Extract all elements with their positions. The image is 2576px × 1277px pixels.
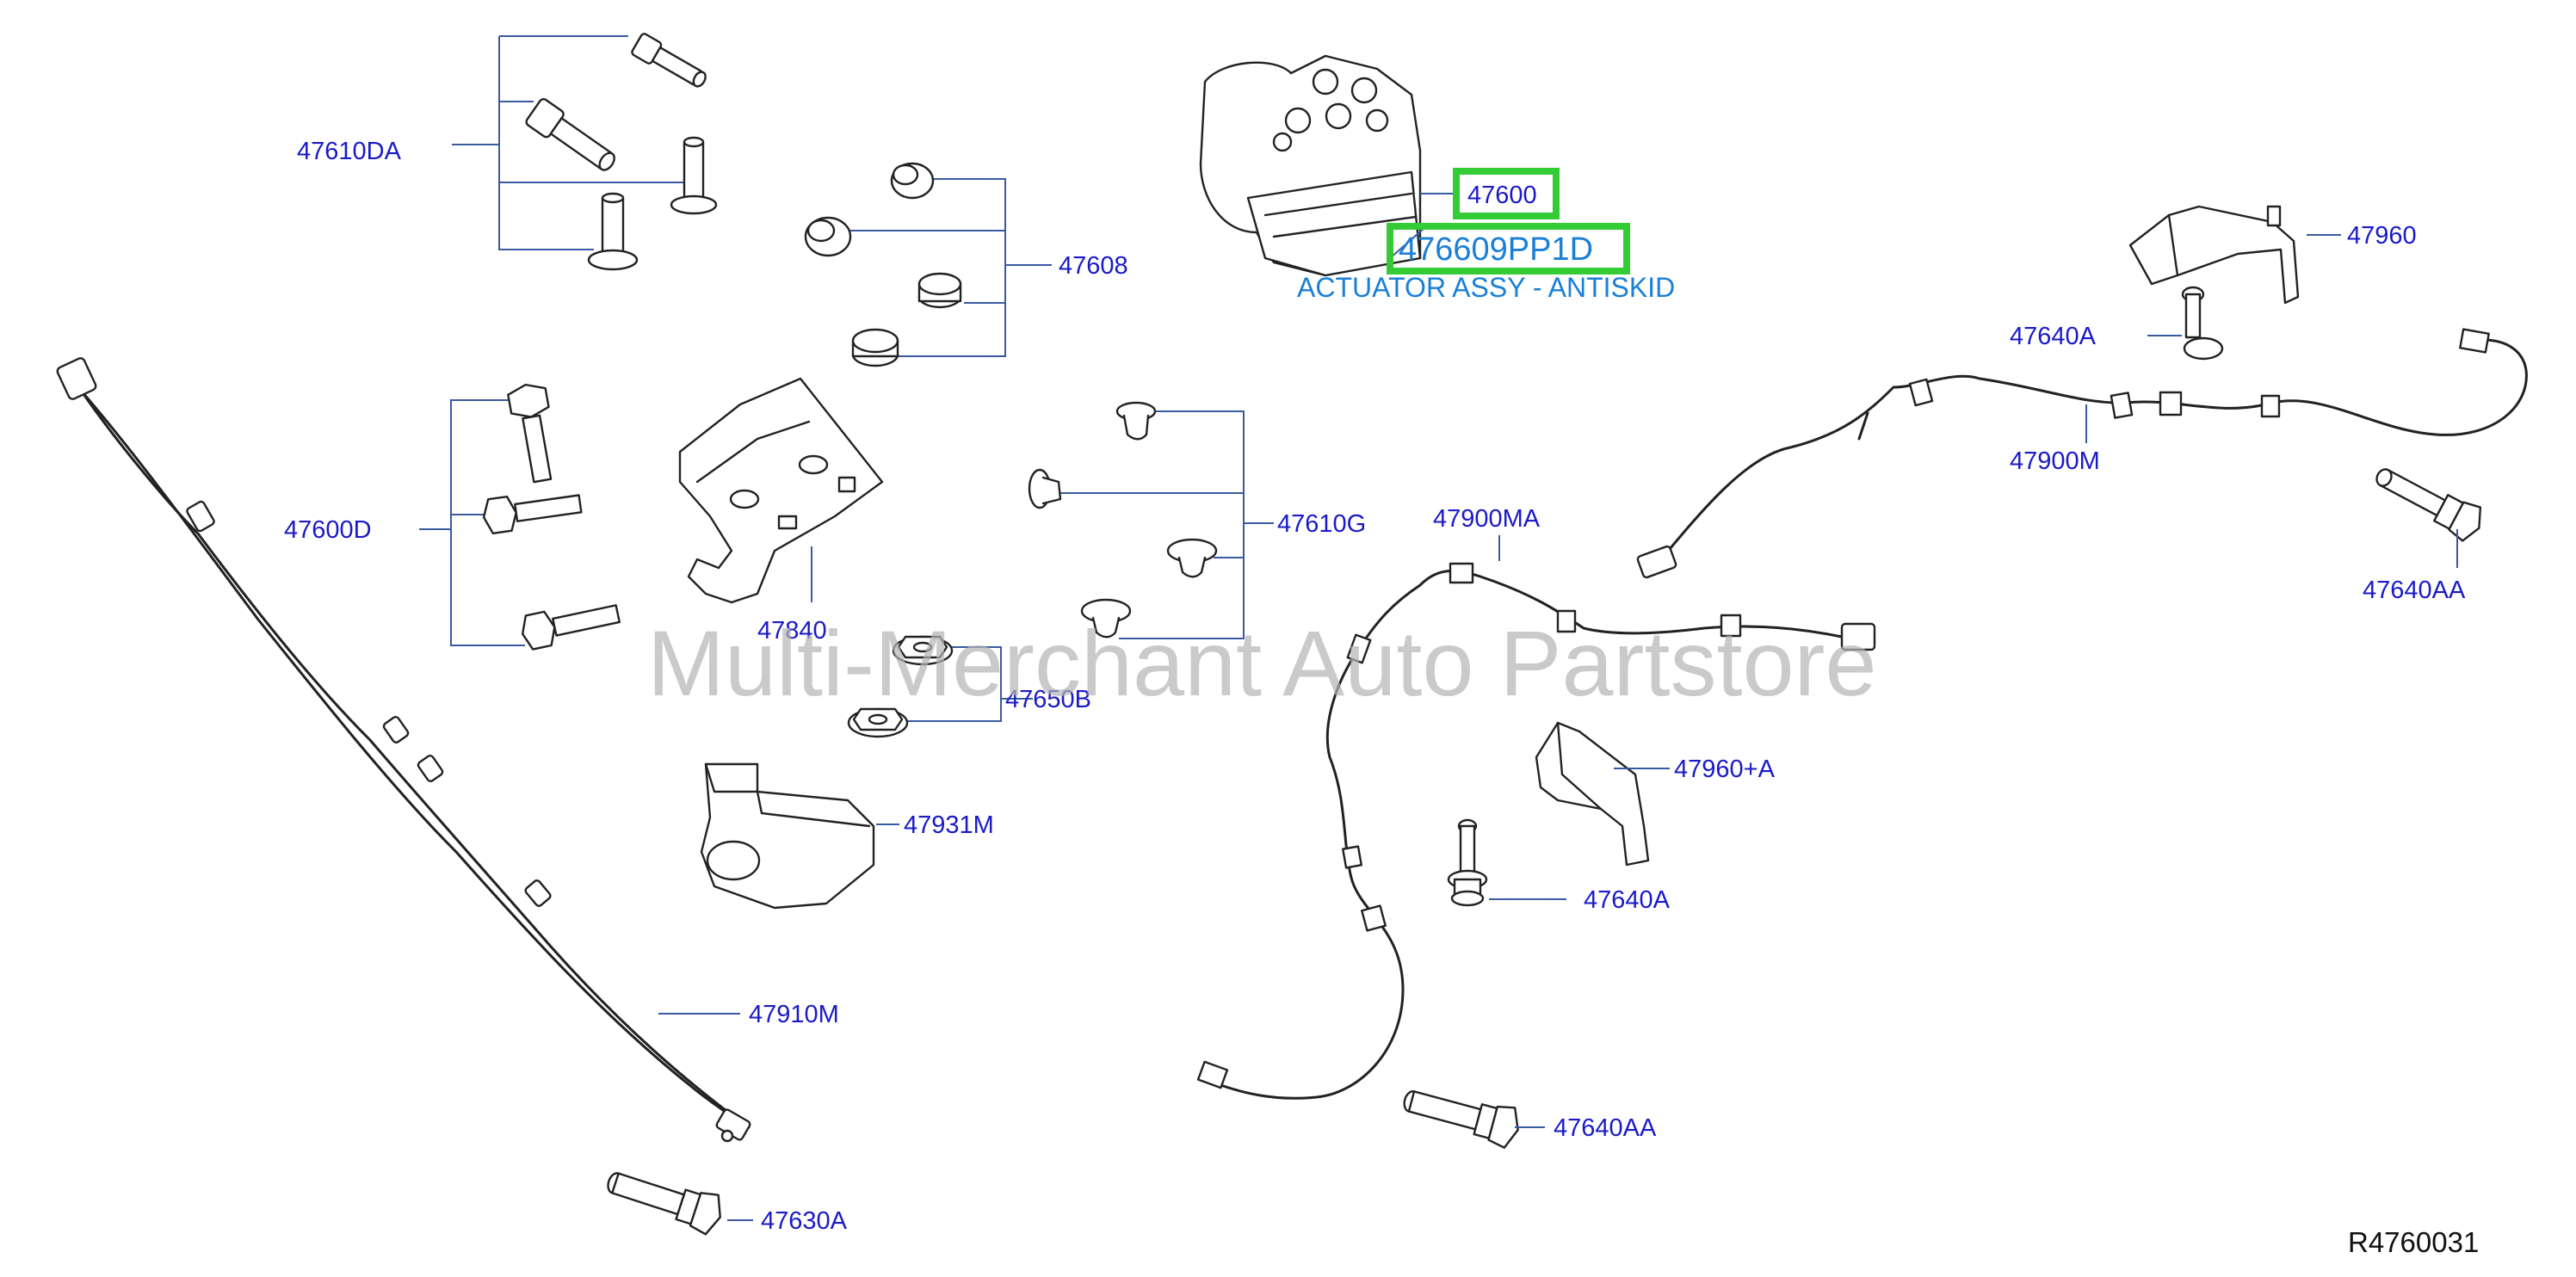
bracket-47960A: 47960+A xyxy=(1535,721,1776,867)
label-47640AA-bottom: 47640AA xyxy=(1554,1114,1657,1142)
label-47650B: 47650B xyxy=(1005,686,1091,713)
insulator-icon xyxy=(1115,401,1157,441)
label-47900MA: 47900MA xyxy=(1433,505,1541,533)
label-47630A: 47630A xyxy=(761,1207,848,1235)
label-47610G: 47610G xyxy=(1277,510,1366,538)
insulator-group-47610G: 47610G xyxy=(1028,401,1366,639)
sensor-cable-47910M: 47910M xyxy=(56,357,839,1143)
label-47910M: 47910M xyxy=(749,1001,839,1028)
label-47600D: 47600D xyxy=(284,516,372,544)
part-number-476609PP1D: 476609PP1D xyxy=(1399,231,1593,268)
label-47608: 47608 xyxy=(1059,252,1128,280)
diagram-reference: R4760031 xyxy=(2348,1226,2479,1258)
highlight-box-476609PP1D xyxy=(1387,223,1630,275)
grommet-group-47608: 47608 xyxy=(804,162,1128,367)
sensor-harness-47900M: 47900M xyxy=(1636,328,2528,579)
pin-icon xyxy=(670,136,718,215)
abs-actuator-47600: 47600 476609PP1D ACTUATOR ASSY - ANTISKI… xyxy=(1199,54,1675,303)
bracket-47960: 47960 47640A xyxy=(2010,205,2417,361)
grommet-icon xyxy=(890,162,935,200)
label-47600: 47600 xyxy=(1467,182,1537,209)
label-47640A-mid: 47640A xyxy=(1584,886,1671,914)
stud-47640A-mid: 47640A xyxy=(1447,818,1671,914)
bracket-47840: 47840 xyxy=(678,377,884,645)
sensor-harness-47900MA: 47900MA xyxy=(1196,505,1876,1100)
flange-nut-icon xyxy=(892,635,954,666)
part-description: ACTUATOR ASSY - ANTISKID xyxy=(1297,272,1675,303)
label-47960A: 47960+A xyxy=(1674,756,1776,783)
label-47840: 47840 xyxy=(757,617,827,645)
label-47900M: 47900M xyxy=(2010,447,2100,475)
label-47640A-top: 47640A xyxy=(2010,323,2097,350)
label-47931M: 47931M xyxy=(904,811,994,839)
label-47610DA: 47610DA xyxy=(297,138,402,165)
nut-group-47650B: 47650B xyxy=(847,635,1091,738)
stud-icon xyxy=(2181,286,2224,361)
bolt-47630A: 47630A xyxy=(607,1172,848,1236)
label-47640AA-right: 47640AA xyxy=(2363,577,2466,604)
bolt-group-47600D: 47600D xyxy=(284,383,621,651)
bolt-47640AA-bottom: 47640AA xyxy=(1403,1090,1657,1149)
sensor-47931M: 47931M xyxy=(700,762,994,910)
label-47960: 47960 xyxy=(2347,222,2417,250)
bolt-group-47610DA: 47610DA xyxy=(297,33,718,271)
highlight-box-47600 xyxy=(1453,168,1560,219)
bolt-47640AA-right: 47640AA xyxy=(2363,468,2482,604)
watermark-text: Multi-Merchant Auto Partstore xyxy=(647,611,1877,715)
